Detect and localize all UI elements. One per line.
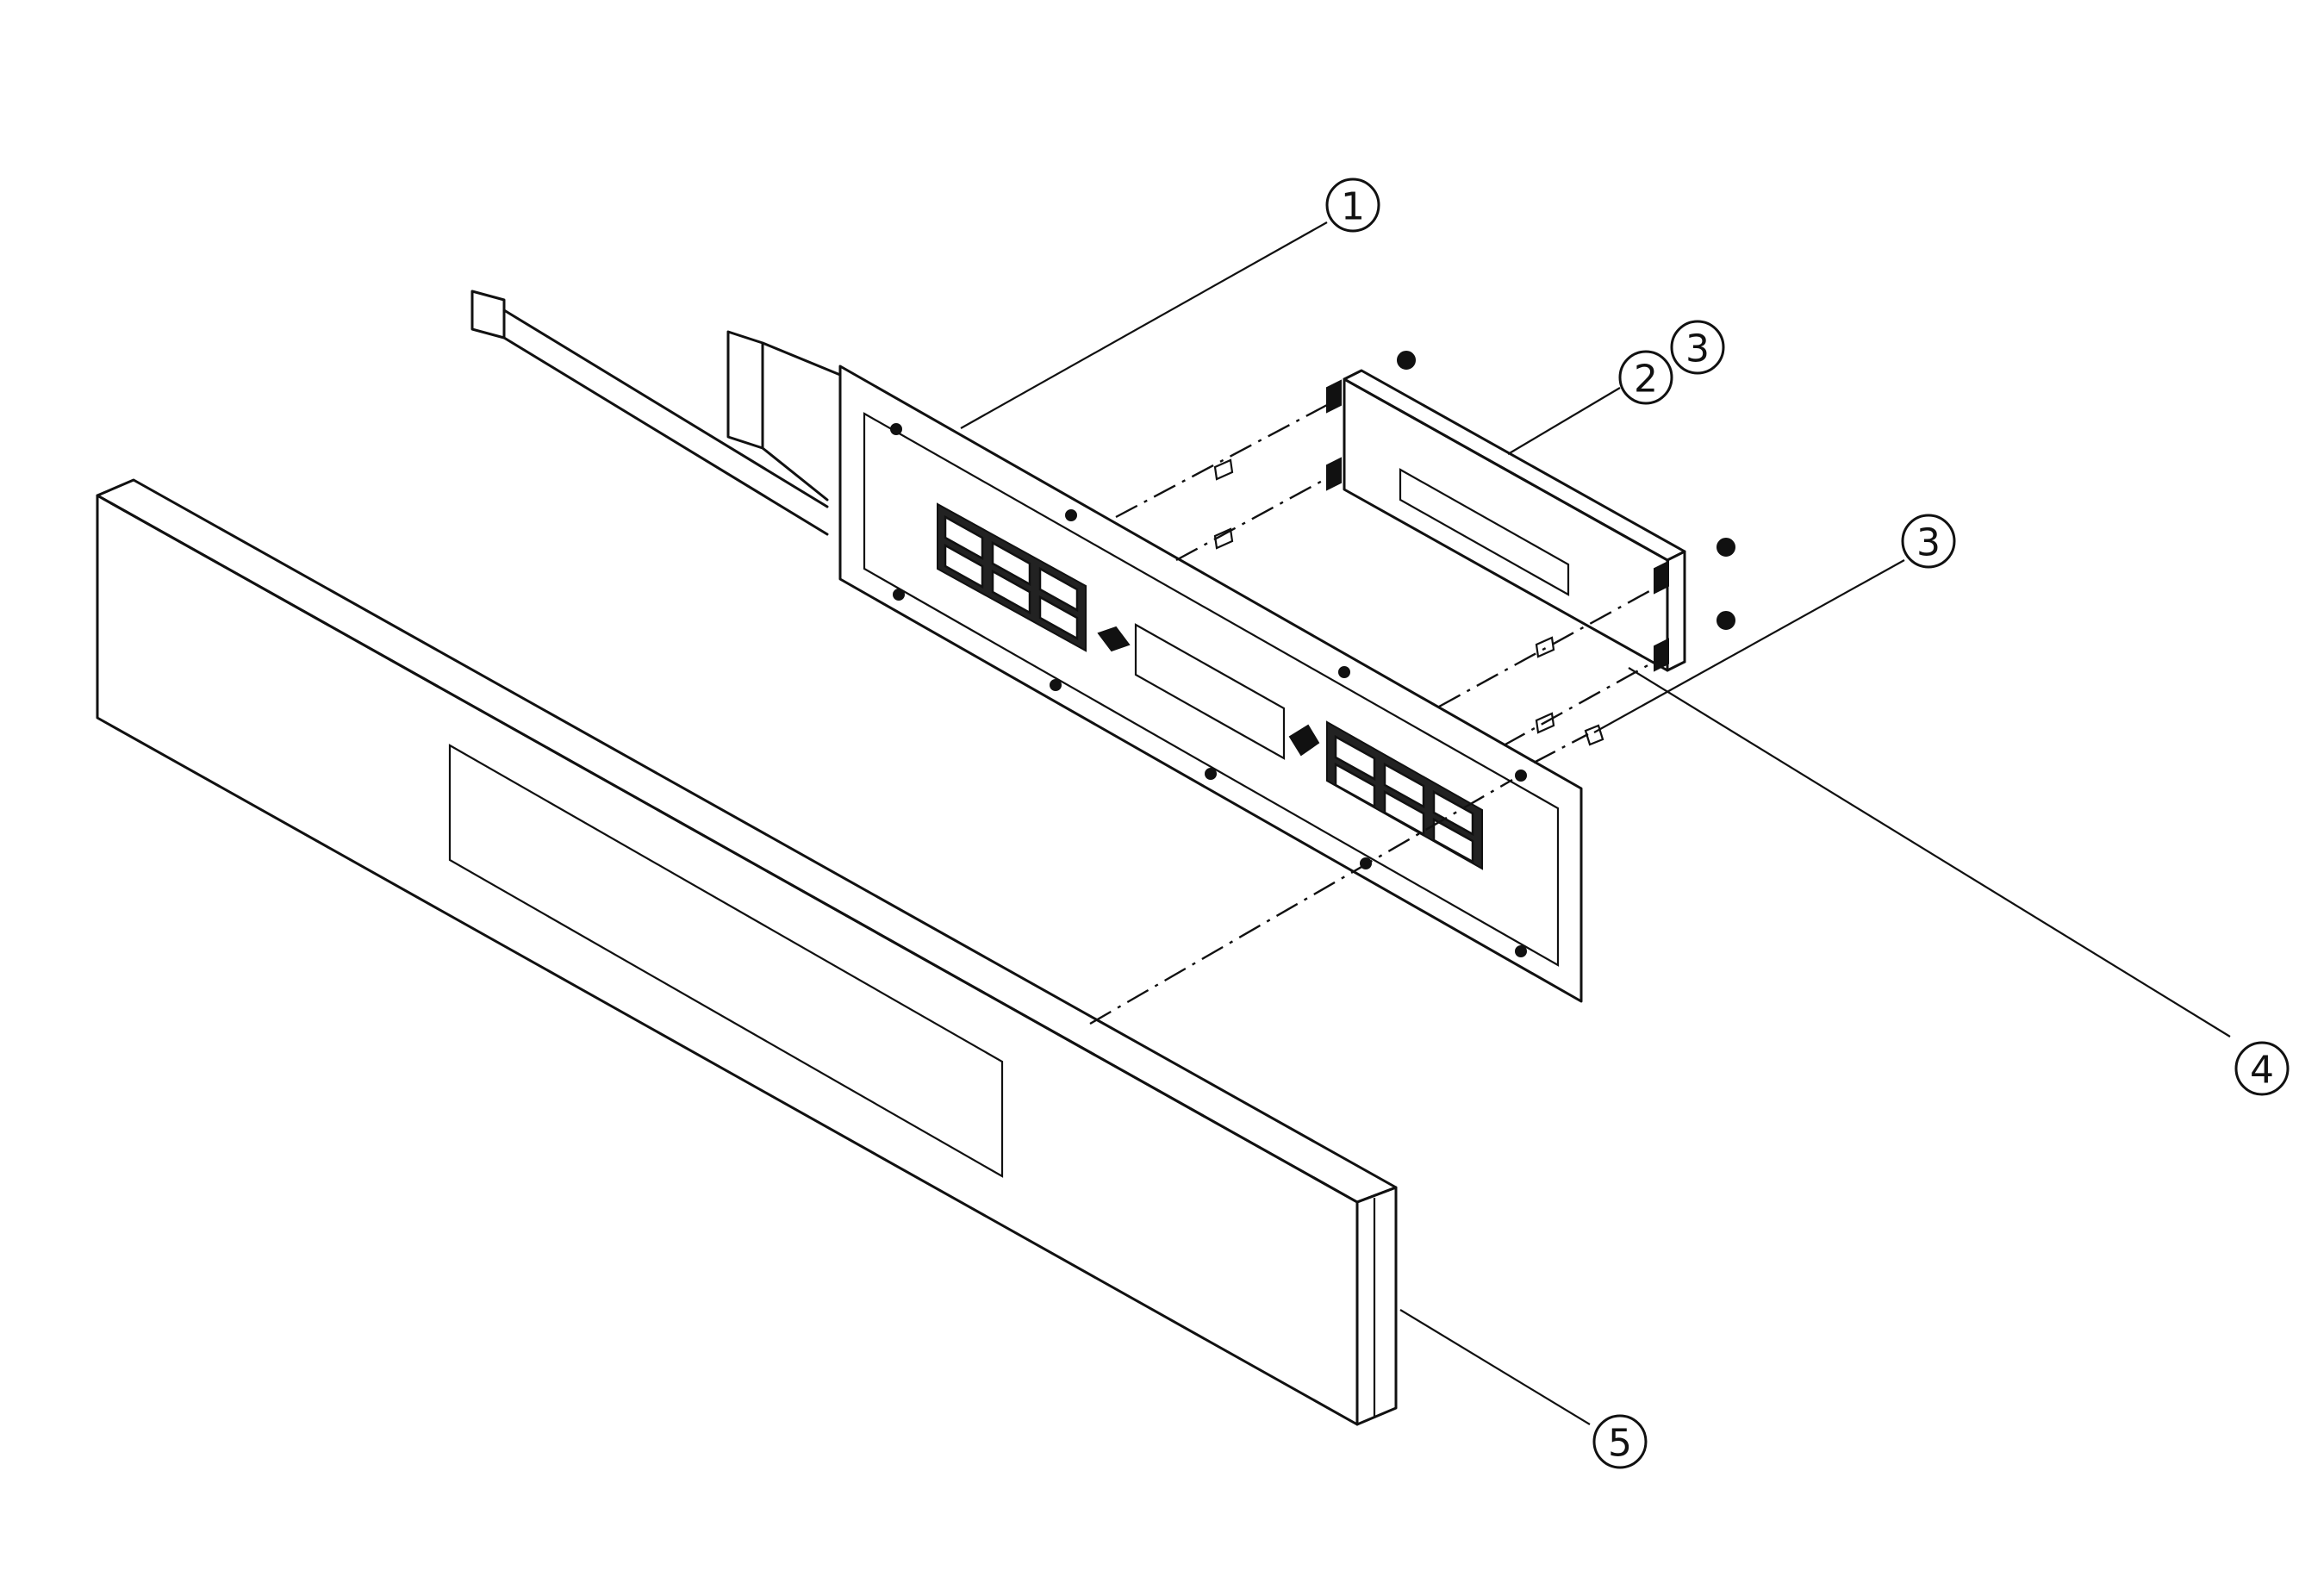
- assembly-lines: [1089, 403, 1660, 1025]
- callout-number: 4: [2250, 1049, 2274, 1093]
- callout-circle: [1325, 178, 1380, 233]
- callout-circle: [2234, 1041, 2290, 1096]
- callout-number: 1: [1341, 185, 1365, 229]
- callout-c4: 4: [2234, 1041, 2290, 1096]
- leader-lines: [960, 221, 2231, 1425]
- callout-circle: [1618, 350, 1673, 405]
- keypad-left: [937, 502, 1131, 652]
- callout-c1: 1: [1325, 178, 1380, 233]
- callout-number: 3: [1916, 521, 1941, 565]
- ribbon-cable-left: [470, 290, 829, 536]
- control-panel-1: [838, 365, 1583, 1003]
- screws-3: [1397, 351, 1735, 746]
- display-board-2: [1326, 369, 1686, 672]
- callout-circle: [1901, 514, 1956, 569]
- callout-number: 3: [1685, 327, 1710, 371]
- ribbon-cable-right: [726, 330, 842, 502]
- callout-c2: 2: [1618, 350, 1673, 405]
- callout-c3b: 3: [1901, 514, 1956, 569]
- callout-circle: [1592, 1414, 1648, 1469]
- callout-c5: 5: [1592, 1414, 1648, 1469]
- front-trim-5: [96, 478, 1398, 1426]
- callout-c3a: 3: [1670, 320, 1725, 375]
- callout-number: 5: [1608, 1422, 1632, 1466]
- callout-circle: [1670, 320, 1725, 375]
- keypad-right: [1288, 720, 1483, 870]
- callout-number: 2: [1634, 358, 1658, 402]
